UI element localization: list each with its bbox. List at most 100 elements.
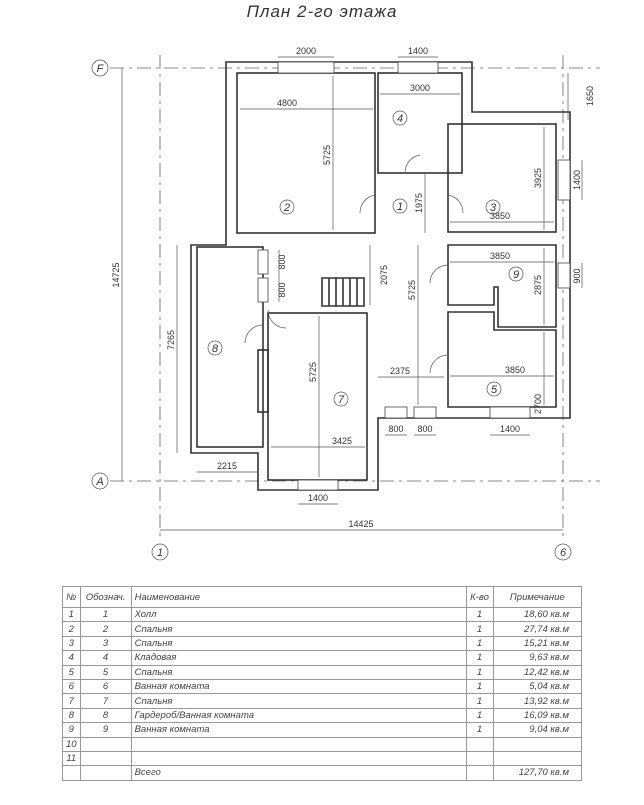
header-designation: Обознач.: [79, 586, 132, 608]
dim-800-a: 800: [277, 254, 287, 269]
cell-designation: [79, 750, 132, 767]
cell-name: [130, 736, 467, 752]
axis-label-1: 1: [157, 547, 163, 559]
axis-label-6: 6: [560, 547, 567, 559]
axis-bubble-6: [554, 543, 572, 561]
dim-2215: 2215: [217, 461, 237, 471]
dim-r7-win: 1400: [308, 493, 328, 503]
dim-win-top-1: 2000: [296, 46, 316, 56]
dim-800-b: 800: [277, 282, 287, 297]
dim-r2-width: 4800: [277, 98, 297, 108]
dim-r4-width: 3000: [410, 83, 430, 93]
dim-2075: 2075: [379, 265, 389, 285]
cell-quantity: 1: [465, 635, 494, 652]
cell-number: 4: [62, 650, 81, 666]
cell-number: 10: [62, 736, 81, 752]
window-bot-800-b: [413, 406, 437, 419]
dim-2375: 2375: [390, 366, 410, 376]
dim-1650: 1650: [585, 86, 595, 106]
cell-area: 12,42 кв.м: [492, 664, 583, 680]
cell-name: Гардероб/Ванная комната: [130, 707, 467, 724]
door-r9: [429, 264, 449, 284]
cell-quantity: [465, 765, 494, 781]
window-bot-800-a: [384, 406, 408, 419]
cell-designation: 2: [79, 621, 132, 637]
axis-bubble-1: [151, 543, 169, 561]
cell-designation: 3: [79, 635, 132, 652]
room-label-5: 5: [491, 384, 498, 396]
table-row: 10: [62, 736, 583, 752]
cell-designation: [79, 736, 132, 752]
room-2: [236, 72, 376, 234]
cell-name: Спальня: [130, 635, 467, 652]
room-8: [196, 246, 264, 448]
outer-wall: [190, 61, 571, 491]
cell-designation: 1: [79, 606, 132, 623]
window-r5: [489, 406, 531, 419]
plan-title: План 2-го этажа: [246, 2, 398, 21]
table-row: 11: [62, 750, 583, 767]
cell-name: Спальня: [130, 664, 467, 680]
header-name: Наименование: [130, 586, 467, 608]
dim-r3-width: 3850: [490, 211, 510, 221]
room-3: [447, 123, 557, 233]
cell-name: Ванная комната: [130, 678, 467, 695]
dim-bot-800-b: 800: [417, 424, 432, 434]
dim-r8-height: 7265: [166, 330, 176, 350]
window-top-1: [277, 61, 335, 74]
header-note: Примечание: [492, 586, 583, 608]
dim-r3-win: 1400: [572, 170, 582, 190]
dim-r7-height: 5725: [308, 362, 318, 382]
dim-total-width: 14425: [348, 519, 373, 529]
cell-number: 1: [62, 606, 81, 623]
cell-quantity: 1: [465, 693, 494, 709]
cell-number: 11: [62, 750, 81, 767]
cell-number: 7: [62, 693, 81, 709]
room-7: [267, 312, 368, 481]
cell-name: Ванная комната: [130, 722, 467, 738]
header-number: №: [62, 586, 81, 608]
room-labels: 1 2 3 4 5 7 8 9: [207, 110, 524, 407]
cell-quantity: [465, 736, 494, 752]
cell-name: Спальня: [130, 621, 467, 637]
cell-number: [62, 765, 81, 781]
header-quantity: К-во: [465, 586, 494, 608]
cell-area: 16,09 кв.м: [492, 707, 583, 724]
door-r7: [267, 309, 287, 329]
dim-r3-height: 3925: [533, 168, 543, 188]
cell-area: 9,04 кв.м: [492, 722, 583, 738]
table-header: № Обознач. Наименование К-во Примечание: [62, 586, 583, 608]
dim-win-top-2: 1400: [408, 46, 428, 56]
room-label-1: 1: [397, 201, 403, 213]
cell-quantity: 1: [465, 621, 494, 637]
cell-quantity: 1: [465, 664, 494, 680]
room-schedule-table: № Обознач. Наименование К-во Примечание …: [62, 586, 583, 781]
room-label-3: 3: [490, 202, 497, 214]
partition-wall: [257, 349, 269, 413]
cell-name: Холл: [130, 606, 467, 623]
cell-designation: 6: [79, 678, 132, 695]
room-label-9: 9: [513, 269, 519, 281]
axis-bubble-f: [91, 59, 109, 77]
cell-area: 9,63 кв.м: [492, 650, 583, 666]
dim-r9-win: 900: [572, 268, 582, 283]
cell-designation: 8: [79, 707, 132, 724]
window-r9: [557, 262, 571, 289]
cell-area: 15,21 кв.м: [492, 635, 583, 652]
room-5: [447, 311, 557, 408]
window-r3: [557, 159, 571, 201]
window-r7: [297, 479, 339, 491]
cell-number: 3: [62, 635, 81, 652]
cell-quantity: 1: [465, 707, 494, 724]
cell-designation: [79, 765, 132, 781]
window-800-a: [257, 249, 269, 275]
axis-label-a: A: [95, 476, 103, 488]
room-label-4: 4: [397, 113, 403, 125]
cell-area: [492, 750, 583, 767]
